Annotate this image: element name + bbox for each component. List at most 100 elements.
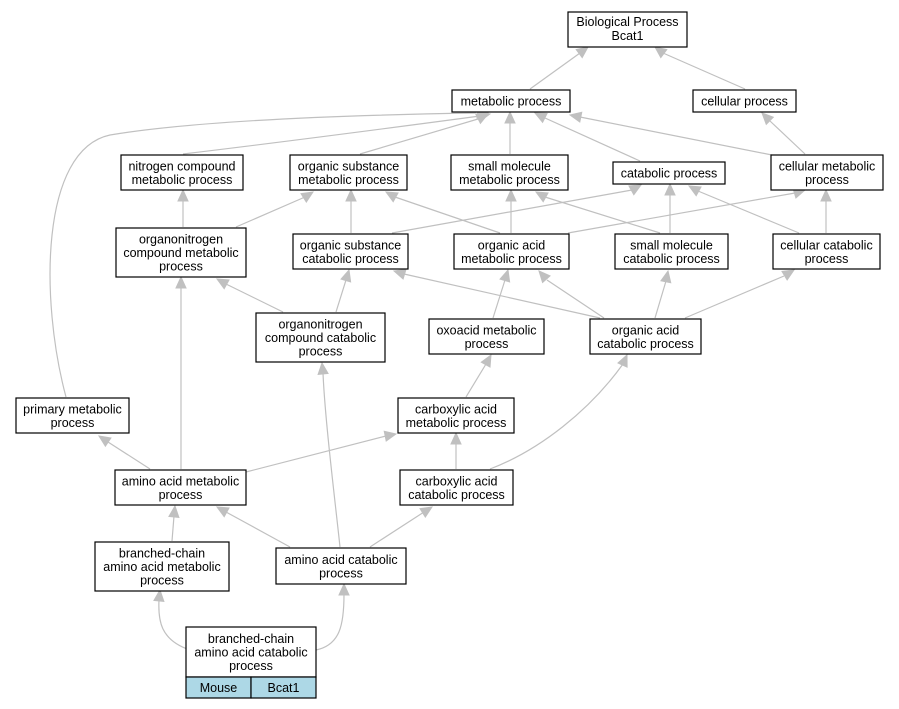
node-label-line: cellular catabolic <box>780 238 872 252</box>
edge-line <box>245 435 387 473</box>
edge-arrowhead <box>534 191 549 203</box>
edge-line <box>544 117 641 162</box>
edge-line <box>489 363 624 470</box>
edge-line <box>322 372 341 548</box>
node-box <box>292 233 409 270</box>
node-label-line: oxoacid metabolic <box>436 323 536 337</box>
legend-gene-label: Bcat1 <box>268 681 300 695</box>
edge-arrowhead <box>383 430 398 442</box>
edge-arrowhead <box>628 184 643 196</box>
node-label-line: organonitrogen <box>139 233 223 247</box>
node-label-line: cellular process <box>701 95 788 109</box>
edge-line <box>235 196 306 228</box>
edge-arrowhead <box>345 188 357 202</box>
edge-line <box>546 279 605 319</box>
edge-arrowhead <box>568 111 583 123</box>
edge-line <box>697 190 800 234</box>
edge-line <box>394 196 501 234</box>
edge-arrowhead <box>533 112 548 124</box>
node-box <box>120 154 244 191</box>
edge-arrowhead <box>538 270 551 284</box>
edge-arrowhead <box>761 112 775 126</box>
node-box <box>772 233 881 270</box>
edge-line <box>769 120 806 155</box>
edge-arrowhead <box>338 582 350 596</box>
node-label-line: branched-chain <box>119 547 205 561</box>
edge-arrowhead <box>97 435 112 448</box>
node-label-line: metabolic process <box>298 173 399 187</box>
edge-line <box>403 273 601 319</box>
edge-line <box>225 283 284 313</box>
node-label-line: small molecule <box>468 159 551 173</box>
edge-arrowhead <box>480 353 492 368</box>
node-metabolic-process[interactable]: metabolic process <box>451 89 571 113</box>
edge-arrowhead <box>575 46 589 59</box>
edge-arrowhead <box>499 268 511 283</box>
node-label-line: primary metabolic <box>23 402 122 416</box>
edges-layer <box>49 46 832 651</box>
node-box <box>397 397 515 434</box>
node-cellular-process[interactable]: cellular process <box>692 89 797 113</box>
edge-line <box>579 116 773 156</box>
node-box <box>255 312 386 363</box>
edge-arrowhead <box>384 191 399 203</box>
root-title: Biological Process <box>576 15 678 29</box>
edge-line <box>529 52 581 90</box>
edge-line <box>359 118 479 155</box>
edge-line <box>684 275 785 319</box>
node-catabolic-process[interactable]: catabolic process <box>612 161 726 185</box>
edge-arrowhead <box>664 182 676 196</box>
edge-arrowhead <box>215 506 230 518</box>
node-box <box>614 233 729 270</box>
node-box <box>428 318 545 355</box>
edge-line <box>465 363 487 398</box>
node-label-line: carboxylic acid <box>416 474 498 488</box>
edge-arrowhead <box>177 188 189 202</box>
node-label-line: organic substance <box>298 159 400 173</box>
edge-line <box>335 279 347 313</box>
edge-arrowhead <box>392 268 407 280</box>
node-box <box>451 89 571 113</box>
edge-arrowhead <box>175 275 187 289</box>
node-label-line: process <box>319 566 363 580</box>
node-label-line: catabolic process <box>597 337 694 351</box>
node-box <box>275 547 407 585</box>
edge-arrowhead <box>419 506 434 518</box>
node-box <box>114 469 247 506</box>
node-label-line: amino acid catabolic <box>194 646 307 660</box>
edge-arrowhead <box>660 269 672 284</box>
node-box <box>450 154 569 191</box>
edge-arrowhead <box>505 188 517 202</box>
edge-line <box>49 112 477 398</box>
node-label-line: nitrogen compound <box>128 159 235 173</box>
node-box <box>115 227 247 278</box>
node-label-line: process <box>140 574 184 588</box>
node-label-line: branched-chain <box>208 632 294 646</box>
edge-line <box>567 192 796 234</box>
node-label-line: metabolic process <box>461 95 562 109</box>
node-box <box>567 11 688 48</box>
edge-arrowhead <box>504 110 516 124</box>
